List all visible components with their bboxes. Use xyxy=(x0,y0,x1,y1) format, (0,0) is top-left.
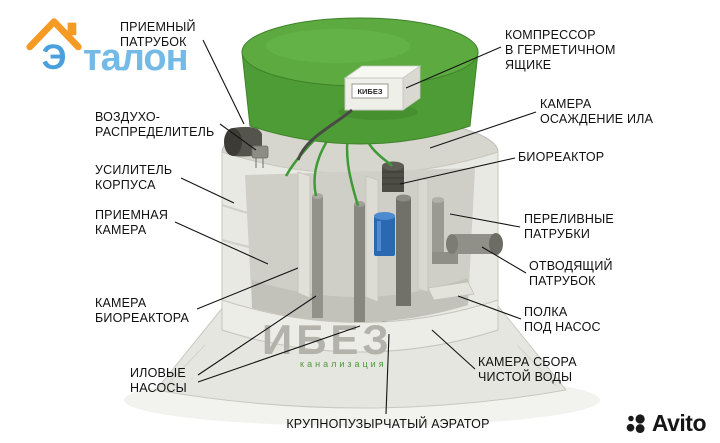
leader-line xyxy=(197,325,361,383)
compressor-box-label: КИБЕЗ xyxy=(357,87,382,96)
label-clean-water-chamber: КАМЕРА СБОРА ЧИСТОЙ ВОДЫ xyxy=(478,355,577,384)
etalon-house-icon: Э xyxy=(26,18,82,74)
chamber-partitions xyxy=(297,171,429,303)
avito-logo-text: Avito xyxy=(651,410,707,436)
label-overflow-pipes: ПЕРЕЛИВНЫЕ ПАТРУБКИ xyxy=(524,212,614,241)
avito-logo-icon xyxy=(626,413,645,433)
leader-line xyxy=(219,123,257,151)
label-bioreactor-chamber: КАМЕРА БИОРЕАКТОРА xyxy=(95,296,190,325)
label-sludge-settling: КАМЕРА ОСАЖДЕНИЕ ИЛА xyxy=(540,97,654,126)
label-receiving-chamber: ПРИЕМНАЯ КАМЕРА xyxy=(95,208,169,237)
label-air-distributor: ВОЗДУХО- РАСПРЕДЕЛИТЕЛЬ xyxy=(95,110,215,139)
leader-line xyxy=(449,213,521,228)
tank-body-brand-text: ИБЕЗ xyxy=(262,316,393,363)
label-coarse-bubble-aerator: КРУПНОПУЗЫРЧАТЫЙ АЭРАТОР xyxy=(286,417,490,431)
leader-lines xyxy=(174,39,537,415)
pump-shelf-graphic xyxy=(427,281,475,301)
leader-line xyxy=(174,221,269,265)
leader-line xyxy=(457,295,522,320)
leader-line xyxy=(202,39,245,125)
leader-line xyxy=(481,246,527,274)
logo-text: талон xyxy=(83,36,189,79)
leader-line xyxy=(196,267,299,310)
logo-letter: Э xyxy=(42,38,67,74)
label-sludge-pumps: ИЛОВЫЕ НАСОСЫ xyxy=(130,366,187,395)
compressor-box: КИБЕЗ xyxy=(296,65,422,161)
leader-line xyxy=(197,295,317,376)
etalon-logo: Э талон xyxy=(24,12,189,79)
label-compressor: КОМПРЕССОР В ГЕРМЕТИЧНОМ ЯЩИКЕ xyxy=(505,28,616,72)
tank-body-subtext: канализация xyxy=(300,359,387,369)
outlet-pipe-graphic xyxy=(446,233,503,255)
avito-watermark: Avito xyxy=(625,410,707,437)
leader-line xyxy=(405,46,502,89)
label-bioreactor: БИОРЕАКТОР xyxy=(518,150,605,164)
label-inlet-pipe: ПРИЕМНЫЙ ПАТРУБОК xyxy=(120,20,196,49)
leader-line xyxy=(180,177,235,204)
label-pump-shelf: ПОЛКА ПОД НАСОС xyxy=(524,305,601,334)
label-outlet-pipe: ОТВОДЯЩИЙ ПАТРУБОК xyxy=(529,259,613,288)
leader-line xyxy=(429,111,537,149)
leader-line xyxy=(385,333,390,415)
pump-unit-graphic xyxy=(374,212,395,256)
leader-line xyxy=(431,329,476,370)
leader-line xyxy=(399,157,516,185)
air-distributor-graphic xyxy=(251,145,269,168)
tank-front-band: ИБЕЗ канализация xyxy=(221,299,499,369)
label-body-stiffener: УСИЛИТЕЛЬ КОРПУСА xyxy=(95,163,173,192)
bioreactor-graphic xyxy=(382,161,404,192)
overflow-pipes-graphic xyxy=(432,197,458,264)
